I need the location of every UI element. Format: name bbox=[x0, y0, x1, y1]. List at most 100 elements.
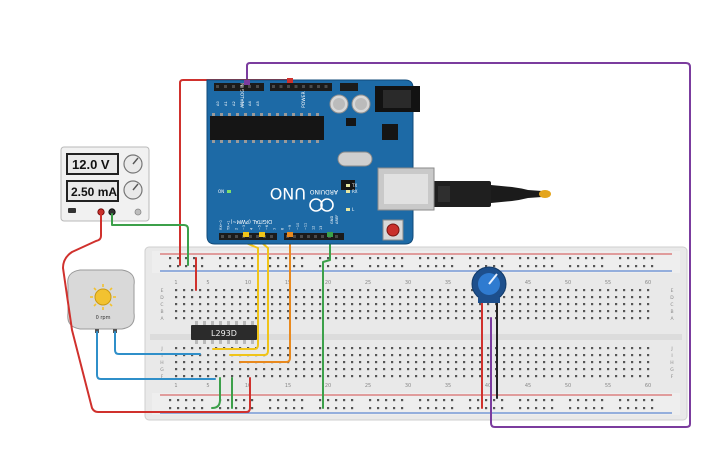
column-number: 35 bbox=[445, 280, 451, 286]
row-letter: G bbox=[670, 367, 674, 373]
row-letter: E bbox=[671, 288, 674, 294]
digital-pin-label: 8 bbox=[281, 228, 285, 230]
column-number: 20 bbox=[325, 280, 331, 286]
column-number: 50 bbox=[565, 383, 571, 389]
arduino-logo-icon bbox=[309, 198, 323, 212]
potentiometer[interactable] bbox=[471, 266, 507, 303]
column-number: 5 bbox=[206, 383, 209, 389]
column-number: 10 bbox=[245, 383, 251, 389]
row-letter: A bbox=[670, 316, 674, 322]
analog-pin-label: A2 bbox=[232, 101, 236, 106]
potentiometer-knob-indicator[interactable] bbox=[488, 273, 498, 285]
analog-pin-label: A3 bbox=[240, 101, 244, 106]
rx-led-label: RX bbox=[352, 189, 358, 194]
digital-pin-label: 2 bbox=[234, 228, 238, 230]
l-led-label: L bbox=[352, 207, 355, 212]
analog-pin-label: A5 bbox=[256, 101, 260, 106]
row-letter: I bbox=[671, 353, 672, 359]
row-letter: E bbox=[161, 288, 164, 294]
row-letter: F bbox=[671, 374, 674, 380]
wire-blue-motor-b bbox=[114, 331, 201, 355]
row-letter: C bbox=[160, 302, 163, 308]
power-label: POWER bbox=[301, 91, 307, 108]
wire-green-bottom-a bbox=[211, 377, 221, 409]
column-number: 45 bbox=[525, 383, 531, 389]
row-letter: D bbox=[670, 295, 674, 301]
digital-pin-label: ~11 bbox=[304, 223, 308, 230]
row-letter: F bbox=[161, 374, 164, 380]
digital-pin-label: RX←0 bbox=[219, 220, 223, 230]
arduino-brand: ARDUINO bbox=[309, 188, 338, 195]
column-number: 60 bbox=[645, 280, 651, 286]
current-readout: 2.50 mA bbox=[71, 185, 117, 199]
column-number: 40 bbox=[485, 383, 491, 389]
arduino-uno[interactable]: UNO ARDUINO DIGITAL (PWM~) ANALOG IN POW… bbox=[206, 79, 551, 245]
chip-label: L293D bbox=[211, 329, 237, 338]
row-letter: I bbox=[161, 353, 162, 359]
analog-pin-label: A4 bbox=[248, 101, 252, 106]
column-number: 55 bbox=[605, 383, 611, 389]
wire-purple-gnd bbox=[246, 62, 691, 428]
wire-red-5v bbox=[179, 79, 291, 266]
row-letter: H bbox=[160, 360, 163, 366]
row-letter: B bbox=[160, 309, 163, 315]
digital-pin-label: ~9 bbox=[288, 225, 292, 230]
dc-motor[interactable]: 0 rpm bbox=[67, 269, 135, 333]
row-letter: H bbox=[670, 360, 673, 366]
analog-pin-label: A1 bbox=[224, 101, 228, 106]
on-led-label: ON bbox=[218, 189, 224, 194]
column-number: 25 bbox=[365, 383, 371, 389]
column-number: 1 bbox=[174, 280, 177, 286]
digital-pin-label: 4 bbox=[250, 228, 254, 230]
motor-speed-label: 0 rpm bbox=[96, 315, 111, 321]
wire-yellow-2 bbox=[229, 235, 269, 356]
wire-blue-motor-a bbox=[96, 331, 216, 380]
column-number: 25 bbox=[365, 280, 371, 286]
column-number: 10 bbox=[245, 280, 251, 286]
arduino-uno-model: UNO bbox=[270, 184, 306, 203]
digital-pin-label: 12 bbox=[311, 226, 315, 230]
column-number: 50 bbox=[565, 280, 571, 286]
power-supply[interactable]: 12.0 V 2.50 mA bbox=[60, 146, 150, 222]
analog-pin-label: A0 bbox=[216, 101, 220, 106]
tx-led-label: TX bbox=[351, 183, 357, 188]
column-number: 60 bbox=[645, 383, 651, 389]
column-number: 30 bbox=[405, 383, 411, 389]
row-letter: J bbox=[160, 346, 162, 352]
wire-red-supply bbox=[62, 213, 251, 413]
column-number: 55 bbox=[605, 280, 611, 286]
l293d-chip[interactable]: L293D bbox=[191, 321, 257, 344]
digital-pin-label: 7 bbox=[273, 228, 277, 230]
digital-pin-label: 13 bbox=[319, 226, 323, 230]
usb-cable-end bbox=[539, 190, 551, 198]
motor-shaft-icon bbox=[94, 288, 112, 306]
wire-green-gnd bbox=[322, 235, 331, 409]
row-letter: D bbox=[160, 295, 164, 301]
digital-pin-label: ~6 bbox=[265, 225, 269, 230]
row-letter: G bbox=[160, 367, 164, 373]
digital-pin-label: ~10 bbox=[296, 223, 300, 230]
voltage-readout: 12.0 V bbox=[72, 157, 110, 172]
wire-orange bbox=[239, 235, 291, 363]
wire-yellow-1 bbox=[212, 235, 259, 350]
aref-label: AREF bbox=[335, 215, 339, 224]
column-number: 45 bbox=[525, 280, 531, 286]
column-number: 35 bbox=[445, 383, 451, 389]
atmega-chip bbox=[210, 116, 324, 140]
digital-pwm-label: DIGITAL (PWM~) bbox=[230, 218, 272, 224]
breadboard-holes bbox=[169, 257, 654, 410]
wires bbox=[62, 62, 691, 428]
analog-in-label: ANALOG IN bbox=[240, 83, 246, 108]
column-number: 1 bbox=[174, 383, 177, 389]
row-letter: A bbox=[160, 316, 164, 322]
wire-green-supply bbox=[111, 213, 189, 266]
digital-pin-label: ~5 bbox=[257, 225, 261, 230]
output-switch[interactable] bbox=[68, 208, 76, 213]
row-letter: J bbox=[670, 346, 672, 352]
